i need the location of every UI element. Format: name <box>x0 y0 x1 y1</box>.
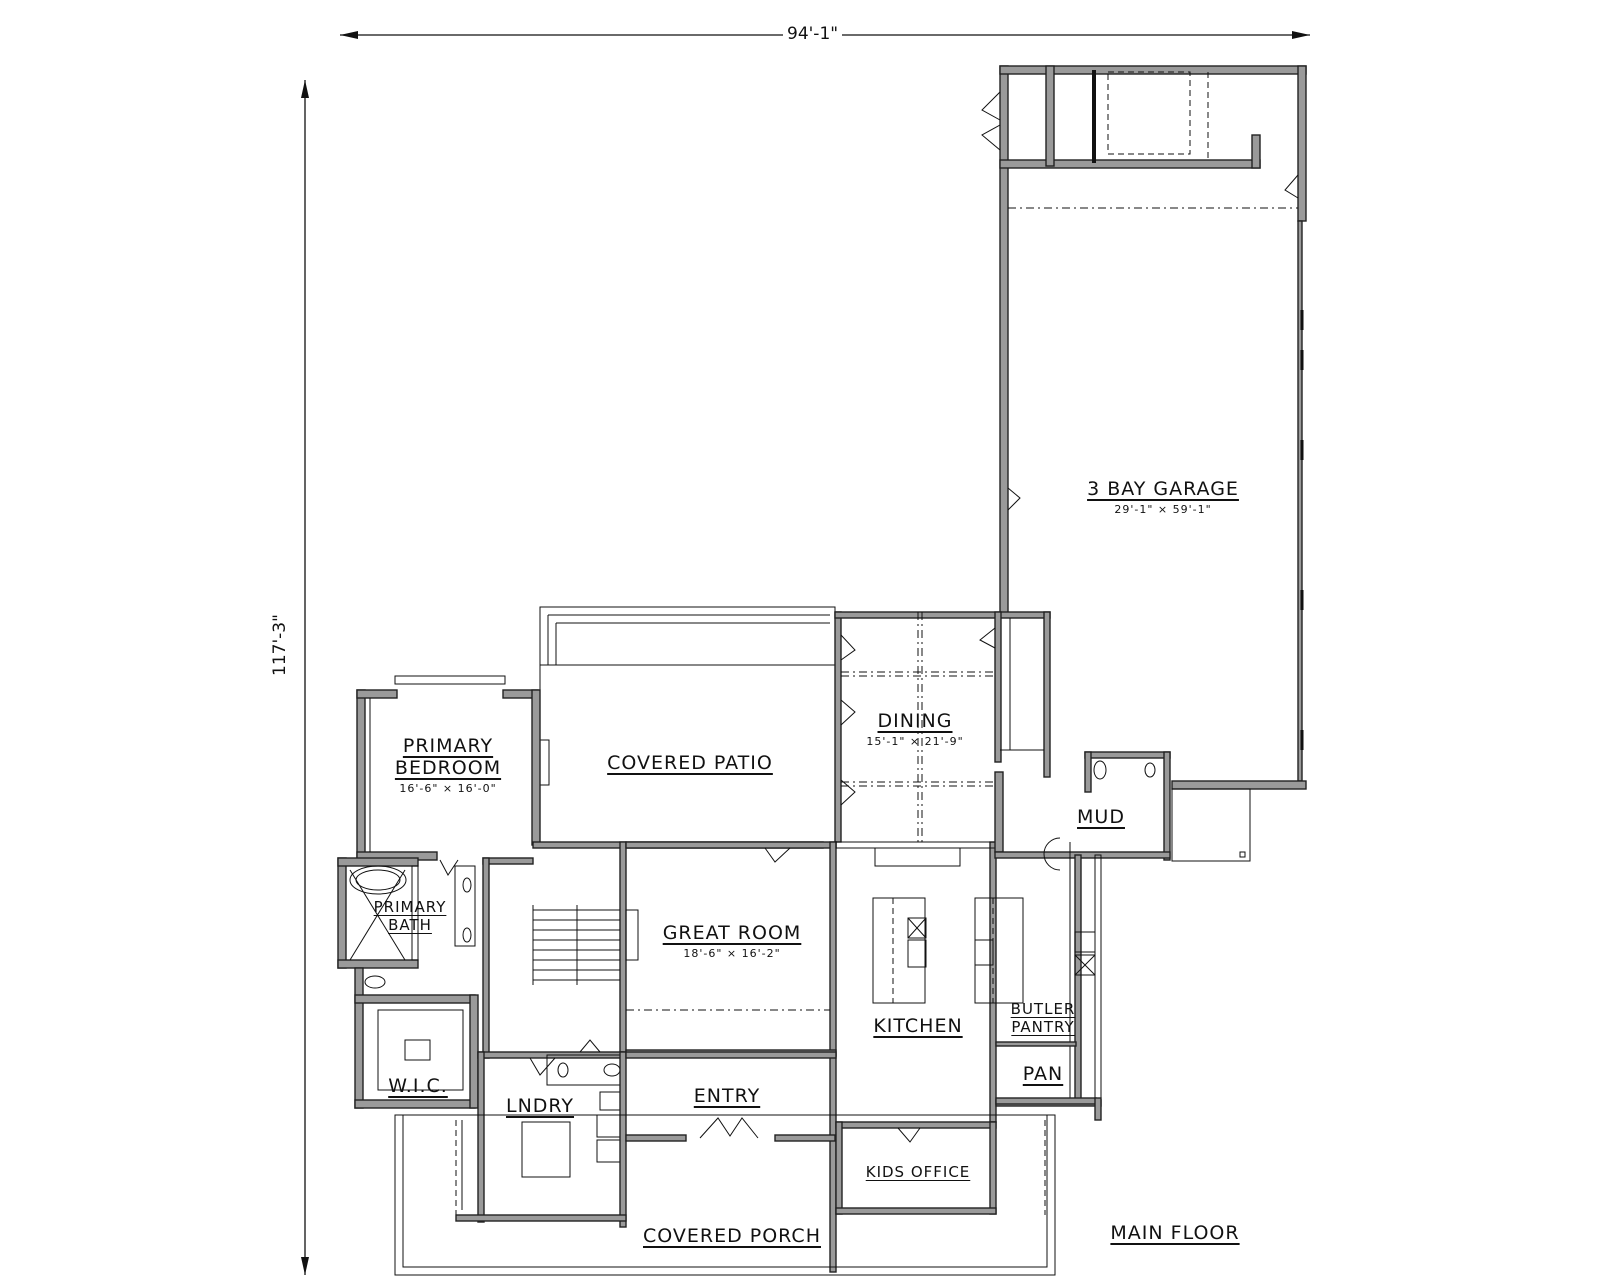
room-label-kids-office: KIDS OFFICE <box>866 1163 971 1181</box>
primary-bedroom-dimensions: 16'-6" × 16'-0" <box>399 782 497 795</box>
laundry-walls <box>477 1039 627 1228</box>
room-label-dining: DINING 15'-1" × 21'-9" <box>866 710 963 748</box>
room-label-laundry: LNDRY <box>506 1095 574 1117</box>
butler-pantry-name-line2: PANTRY <box>1011 1018 1075 1036</box>
great-room-name: GREAT ROOM <box>662 922 802 944</box>
garage-dimensions: 29'-1" × 59'-1" <box>1114 503 1212 516</box>
overall-depth-dimension: 117'-3" <box>270 610 290 680</box>
room-label-primary-bedroom: PRIMARY BEDROOM 16'-6" × 16'-0" <box>395 735 501 795</box>
drawing-title: MAIN FLOOR <box>1110 1222 1239 1244</box>
room-label-covered-porch: COVERED PORCH <box>643 1225 821 1247</box>
primary-bath-name-line1: PRIMARY <box>373 898 447 916</box>
entry-walls <box>625 1051 837 1142</box>
room-label-mud: MUD <box>1077 806 1125 828</box>
overall-width-dimension: 94'-1" <box>783 24 843 44</box>
room-label-butler-pantry: BUTLER PANTRY <box>1011 1000 1076 1036</box>
garage-name: 3 BAY GARAGE <box>1087 478 1239 500</box>
drawing-title-text: MAIN FLOOR <box>1110 1222 1240 1244</box>
kids-office-walls <box>835 1097 1102 1215</box>
room-label-primary-bath: PRIMARY BATH <box>374 898 447 934</box>
great-room-dimensions: 18'-6" × 16'-2" <box>683 947 781 960</box>
room-label-great-room: GREAT ROOM 18'-6" × 16'-2" <box>663 922 802 960</box>
dining-name: DINING <box>877 710 953 732</box>
covered-patio-name: COVERED PATIO <box>607 752 773 774</box>
entry-name: ENTRY <box>693 1085 761 1107</box>
primary-bath-name-line2: BATH <box>388 916 432 934</box>
room-label-pan: PAN <box>1023 1063 1063 1085</box>
covered-patio-outline <box>539 606 836 843</box>
garage-walls <box>981 65 1307 862</box>
room-label-wic: W.I.C. <box>388 1075 448 1097</box>
room-label-entry: ENTRY <box>694 1085 760 1107</box>
pan-name: PAN <box>1022 1063 1064 1085</box>
covered-porch-outline <box>394 1114 1056 1276</box>
dimension-lines <box>301 31 1310 1275</box>
room-label-covered-patio: COVERED PATIO <box>607 752 773 774</box>
dining-walls <box>834 611 1051 845</box>
butler-pantry-name-line1: BUTLER <box>1010 1000 1076 1018</box>
primary-bedroom-name-line2: BEDROOM <box>394 757 502 779</box>
mud-name: MUD <box>1077 806 1125 828</box>
wic-name: W.I.C. <box>388 1075 448 1097</box>
kitchen-walls <box>835 841 1024 1123</box>
dining-dimensions: 15'-1" × 21'-9" <box>866 735 964 748</box>
room-label-garage: 3 BAY GARAGE 29'-1" × 59'-1" <box>1087 478 1239 516</box>
kitchen-name: KITCHEN <box>873 1015 963 1037</box>
laundry-name: LNDRY <box>505 1095 575 1117</box>
primary-bedroom-name-line1: PRIMARY <box>402 735 494 757</box>
kids-office-name: KIDS OFFICE <box>865 1163 971 1181</box>
covered-porch-name: COVERED PORCH <box>643 1225 821 1247</box>
primary-bath-walls <box>337 857 479 1109</box>
room-label-kitchen: KITCHEN <box>873 1015 962 1037</box>
